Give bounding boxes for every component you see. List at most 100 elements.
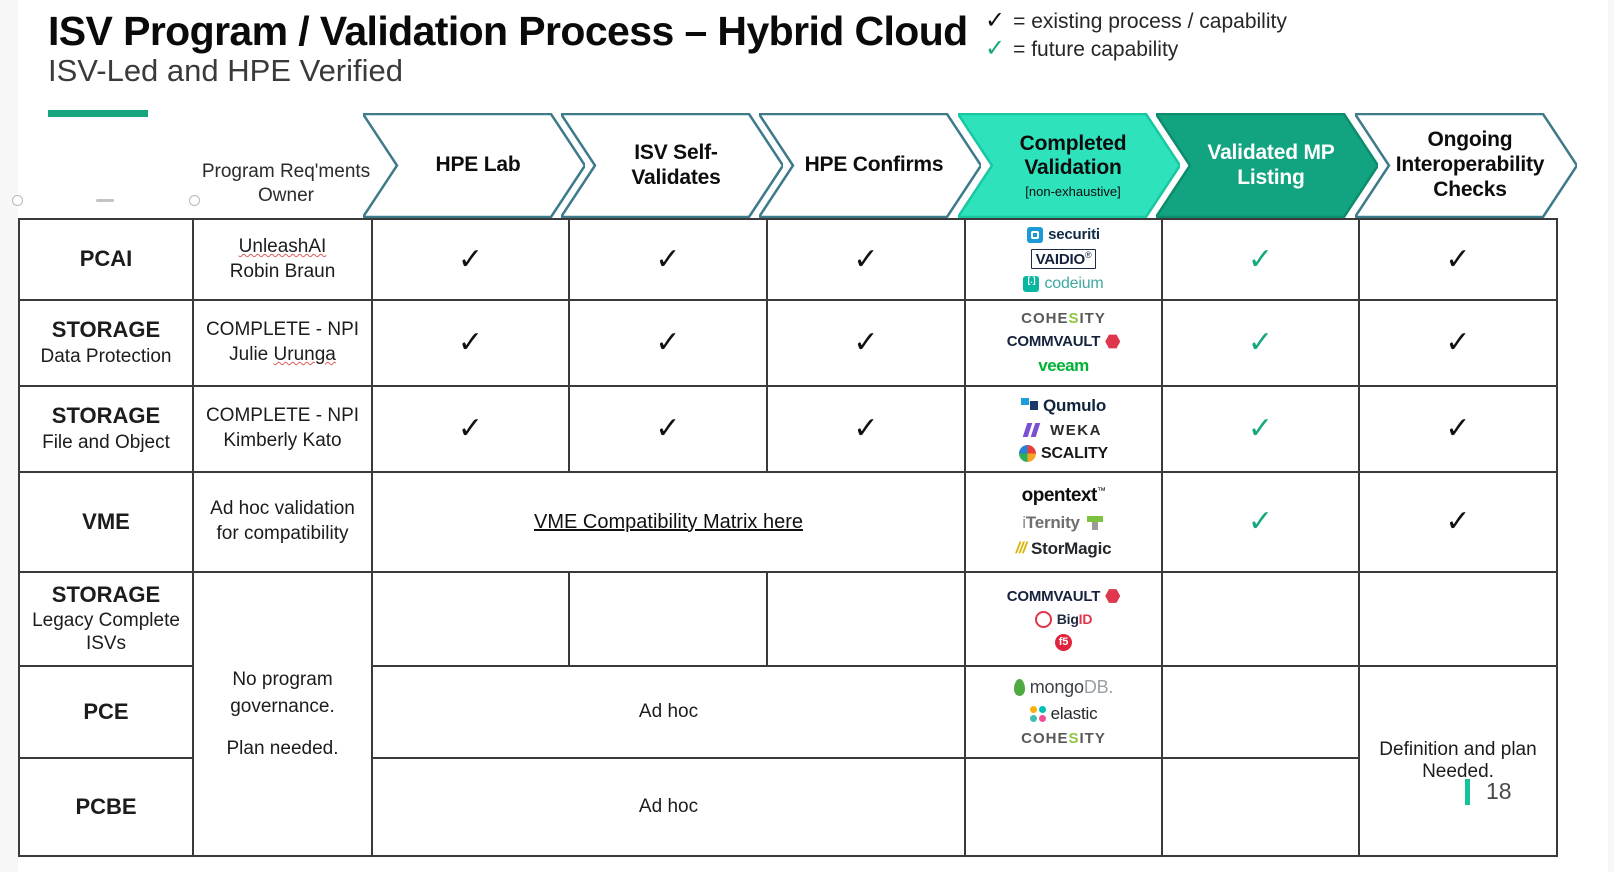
logo-iternity: iTernity [1022, 513, 1105, 533]
chevron-shape [1156, 113, 1378, 218]
iternity-icon [1085, 516, 1105, 530]
stage-chevron-2[interactable]: ISV Self-Validates [561, 113, 783, 218]
scality-icon [1018, 445, 1036, 462]
logo-commvault: COMMVAULT [1007, 333, 1121, 350]
commvault-icon [1105, 589, 1121, 603]
cell-validated-mp-listing: ✓ [1161, 385, 1360, 473]
cell-validated-mp-listing: ✓ [1161, 218, 1360, 301]
cell-completed-validation [964, 757, 1163, 857]
check-icon-existing: ✓ [1445, 505, 1471, 538]
logo-veeam: veeam [1038, 356, 1089, 375]
logo-scality: SCALITY [1018, 445, 1108, 463]
logo-vaidio: VAIDIO® [1030, 249, 1097, 269]
check-icon-existing: ✓ [457, 326, 484, 359]
cell-ad-hoc: Ad hoc [371, 665, 966, 759]
check-icon-existing: ✓ [1445, 326, 1471, 359]
check-icon-existing: ✓ [655, 412, 681, 445]
chevron-shape [759, 113, 981, 218]
row-category: PCBE [18, 757, 194, 857]
row-category: PCE [18, 665, 194, 759]
check-icon: ✓ [985, 34, 1006, 62]
check-icon-future: ✓ [1247, 242, 1274, 276]
cell-validated-mp-listing: ✓ [1161, 471, 1360, 573]
slide-right-margin [1608, 0, 1614, 872]
cell-ongoing-checks: ✓ [1358, 218, 1558, 301]
check-icon-existing: ✓ [853, 242, 879, 276]
vme-compatibility-matrix-link[interactable]: VME Compatibility Matrix here [534, 510, 803, 533]
logo-securiti: securiti [1027, 226, 1100, 243]
legend: ✓ = existing process / capability ✓ = fu… [985, 8, 1505, 63]
check-icon-existing: ✓ [853, 412, 879, 445]
stage-chevron-3[interactable]: HPE Confirms [759, 113, 981, 218]
elastic-icon [1029, 706, 1046, 722]
cell-isv-self-validates [568, 571, 768, 667]
cell-validated-mp-listing [1161, 665, 1360, 759]
cell-hpe-confirms [766, 571, 966, 667]
logo-stormagic: ///StorMagic [1015, 539, 1112, 558]
logo-f5: f5 [1055, 633, 1072, 651]
cell-ad-hoc: Ad hoc [371, 757, 966, 857]
logo-weka: WEKA [1022, 422, 1102, 439]
logo-mongodb: mongoDB. [1013, 677, 1113, 698]
logo-cohesity: COHESITY [1021, 310, 1106, 327]
check-icon-existing: ✓ [853, 326, 879, 359]
check-icon-existing: ✓ [655, 326, 681, 359]
cell-ongoing-checks [1358, 571, 1558, 667]
chevron-shape [561, 113, 783, 218]
cell-isv-self-validates: ✓ [568, 218, 768, 301]
row-category: PCAI [18, 218, 194, 301]
logo-stack: COHESITY COMMVAULT veeam [970, 306, 1157, 380]
selection-handle[interactable] [96, 199, 114, 202]
page-title: ISV Program / Validation Process – Hybri… [48, 8, 968, 54]
cell-hpe-lab: ✓ [371, 385, 570, 473]
selection-handle[interactable] [189, 195, 200, 206]
legend-item-future: ✓ = future capability [985, 36, 1505, 64]
cell-vme-compatibility-matrix[interactable]: VME Compatibility Matrix here [371, 471, 966, 573]
stage-chevron-1[interactable]: HPE Lab [363, 113, 585, 218]
legend-item-label: = future capability [1013, 37, 1179, 61]
stage-chevron-label: HPE Lab [435, 153, 521, 177]
cell-hpe-confirms: ✓ [766, 218, 966, 301]
check-icon-existing: ✓ [1445, 412, 1471, 445]
logo-cohesity: COHESITY [1021, 730, 1106, 747]
securiti-icon [1027, 226, 1044, 243]
check-icon-existing: ✓ [655, 242, 681, 276]
chevron-shape [958, 113, 1180, 218]
weka-icon [1022, 423, 1045, 437]
cell-ongoing-checks: ✓ [1358, 385, 1558, 473]
logo-bigid: BigID [1034, 610, 1092, 628]
logo-elastic: elastic [1029, 704, 1098, 724]
selection-handle[interactable] [12, 195, 23, 206]
stormagic-icon: /// [1015, 540, 1027, 557]
cell-validated-mp-listing [1161, 571, 1360, 667]
table-row: PCBE Ad hoc [18, 757, 1557, 857]
